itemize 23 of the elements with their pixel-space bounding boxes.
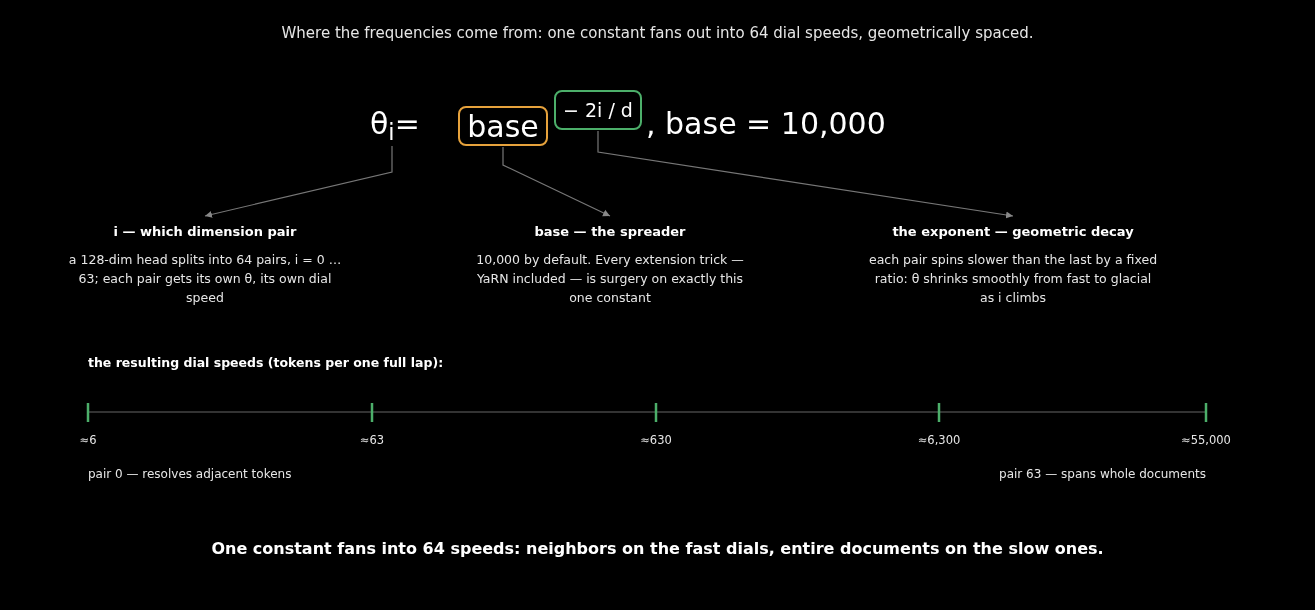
highlight-box: base [458,106,548,146]
speed-value: ≈6,300 [917,432,961,449]
axis-note: pair 63 — spans whole documents [999,466,1206,483]
speed-value: ≈630 [640,432,672,449]
description-text: each pair spins slower than the last by a fixed ratio: θ shrinks smoothly from fast to glacial as i climbs [868,250,1158,307]
speed-value: ≈63 [359,432,385,449]
axis-note: pair 0 — resolves adjacent tokens [88,466,292,483]
highlight-box: − 2i / d [554,90,642,130]
formula-text: , base = 10,000 [646,105,886,143]
title: Where the frequencies come from: one constant fans out into 64 dial speeds, geometrically spaced. [280,23,1035,44]
speed-value: ≈55,000 [1181,432,1231,449]
axis-heading: the resulting dial speeds (tokens per one full lap): [88,354,444,372]
theta-symbol: θ$_{i}$= [370,104,420,144]
leader-arrow [502,146,611,217]
description-heading: base — the spreader [534,223,686,241]
description-heading: i — which dimension pair [113,223,297,241]
description-text: 10,000 by default. Every extension trick — YaRN included — is surgery on exactly this one constant [475,250,745,307]
description-heading: the exponent — geometric decay [892,223,1134,241]
leader-arrow [204,145,393,218]
speed-value: ≈6 [79,432,97,449]
leader-arrow [597,130,1014,219]
description-text: a 128-dim head splits into 64 pairs, i = 0 … 63; each pair gets its own θ, its own dial speed [67,250,343,307]
caption: One constant fans into 64 speeds: neighbors on the fast dials, entire documents on the slow ones. [210,538,1105,560]
